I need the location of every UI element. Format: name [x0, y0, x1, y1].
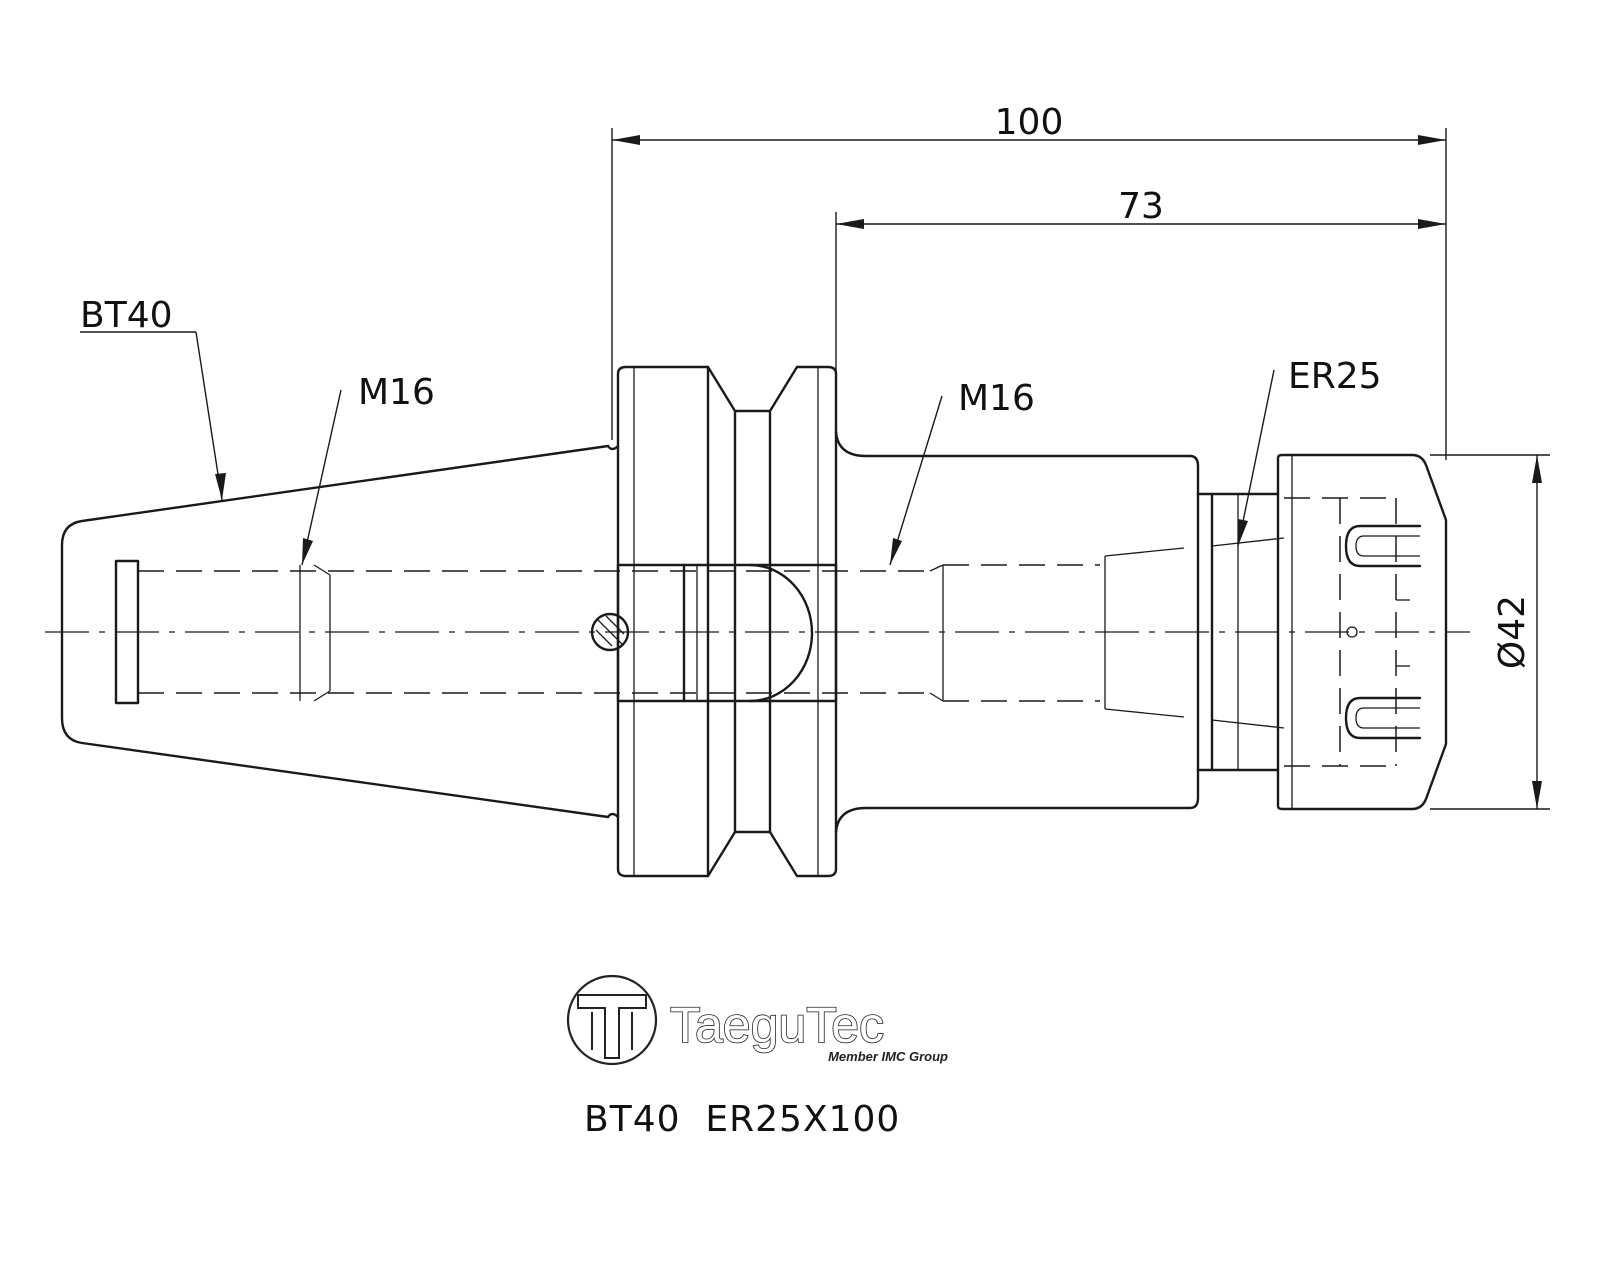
- callout-retention-thread: M16: [301, 372, 435, 566]
- taper-shank: [60, 444, 620, 819]
- callout-internal-thread: M16: [889, 378, 1035, 566]
- dimension-overall-length: 100: [611, 102, 1447, 460]
- dimension-gauge-length: 73: [835, 186, 1446, 432]
- collet-nut: [1276, 453, 1448, 811]
- retention-thread-label: M16: [358, 372, 435, 413]
- callout-collet-nut: ER25: [1237, 356, 1382, 547]
- nose-diameter-value: Ø42: [1492, 595, 1533, 669]
- gauge-length-value: 73: [1118, 186, 1164, 227]
- brand-tagline: Member IMC Group: [828, 1049, 948, 1064]
- callout-taper: BT40: [80, 295, 226, 501]
- brand-logo: TaeguTec Member IMC Group: [566, 974, 948, 1066]
- dimension-nose-diameter: Ø42: [1430, 454, 1550, 810]
- brand-name: TaeguTec: [670, 997, 884, 1053]
- taper-label: BT40: [80, 295, 173, 336]
- overall-length-value: 100: [995, 102, 1064, 143]
- collet-nut-label: ER25: [1288, 356, 1382, 397]
- internal-thread-label: M16: [958, 378, 1035, 419]
- holder-body: [138, 430, 1285, 834]
- flange: [590, 365, 838, 878]
- drawing-title: BT40 ER25X100: [584, 1099, 900, 1140]
